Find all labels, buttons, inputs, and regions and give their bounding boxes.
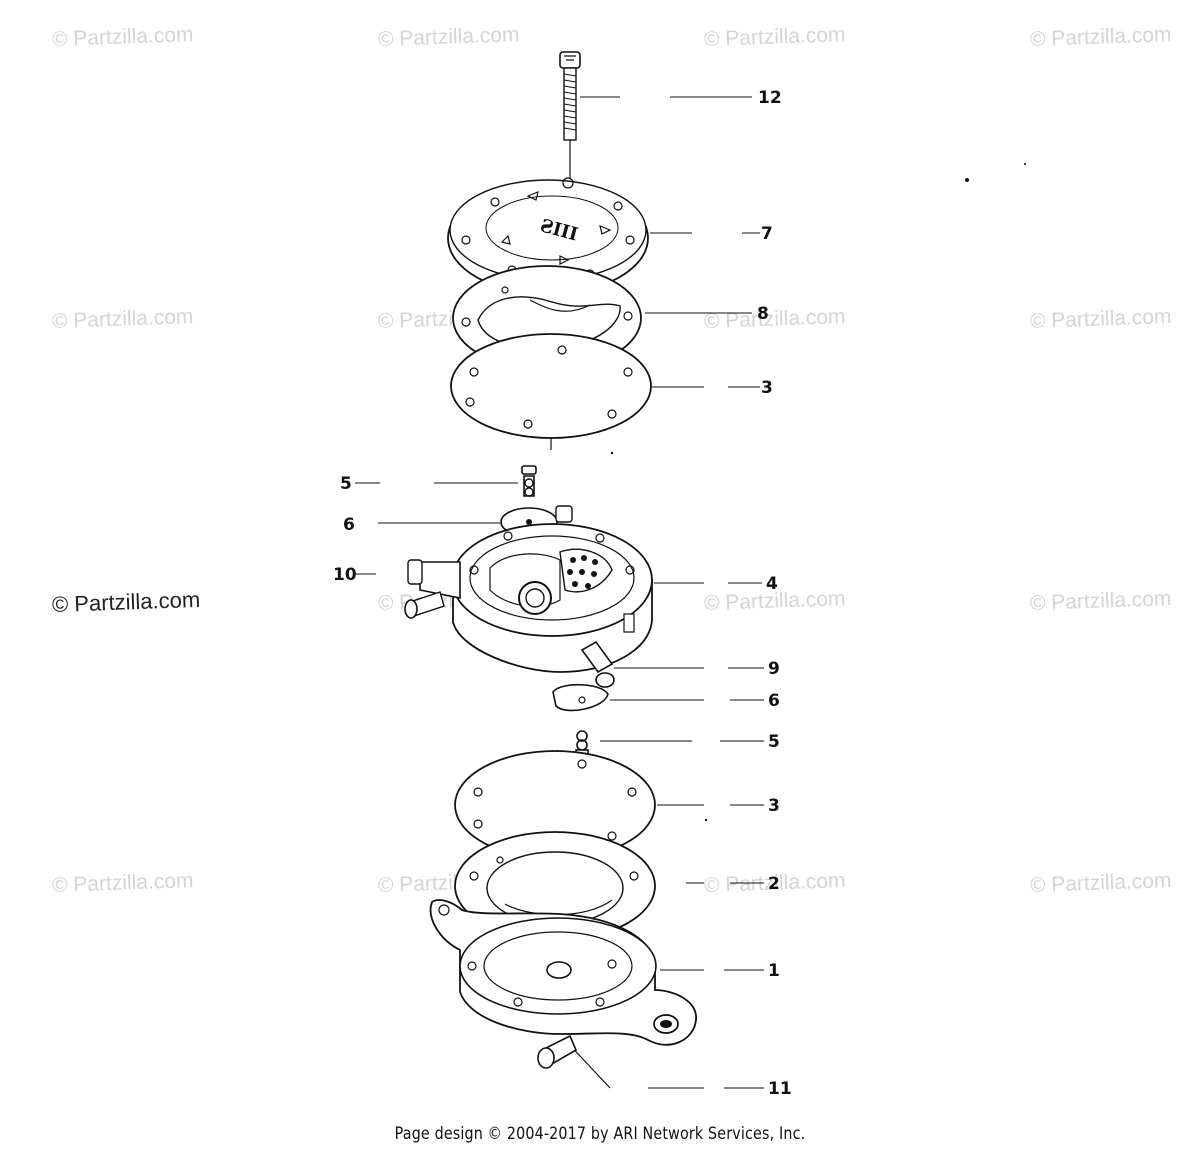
- part-9-outlet-fitting[interactable]: [580, 640, 615, 688]
- callout-9: 9: [768, 659, 780, 679]
- callout-7: 7: [761, 224, 773, 244]
- page-footer: Page design © 2004-2017 by ARI Network S…: [394, 1124, 806, 1144]
- callout-2: 2: [768, 874, 780, 894]
- callout-11: 11: [768, 1079, 792, 1099]
- callout-10: 10: [333, 565, 357, 585]
- part-5-valve-screw-upper[interactable]: [521, 465, 537, 497]
- callout-6-upper: 6: [343, 515, 355, 535]
- callout-4: 4: [766, 574, 778, 594]
- callout-numbers: 12 7 8 3 5 6 10 4 9 6 5 3 2 1 11: [333, 88, 792, 1099]
- part-4-pump-body[interactable]: [451, 505, 653, 673]
- callout-8: 8: [757, 304, 769, 324]
- leader-lines: [355, 96, 764, 1089]
- part-10-inlet-fitting[interactable]: [404, 559, 461, 619]
- callout-5-upper: 5: [340, 474, 352, 494]
- part-1-pump-base[interactable]: [429, 899, 697, 1046]
- part-12-screw[interactable]: [559, 51, 581, 178]
- part-3-diaphragm-upper[interactable]: [450, 333, 652, 439]
- part-11-base-fitting[interactable]: [537, 1034, 578, 1069]
- callout-1: 1: [768, 961, 780, 981]
- part-6-valve-disc-lower[interactable]: [552, 683, 609, 712]
- callout-3-upper: 3: [761, 378, 773, 398]
- callout-6-lower: 6: [768, 691, 780, 711]
- scan-specks: [610, 163, 1026, 822]
- callout-3-lower: 3: [768, 796, 780, 816]
- part-7-top-cover[interactable]: ƧIII: [447, 177, 649, 295]
- callout-5-lower: 5: [768, 732, 780, 752]
- callout-12: 12: [758, 88, 782, 108]
